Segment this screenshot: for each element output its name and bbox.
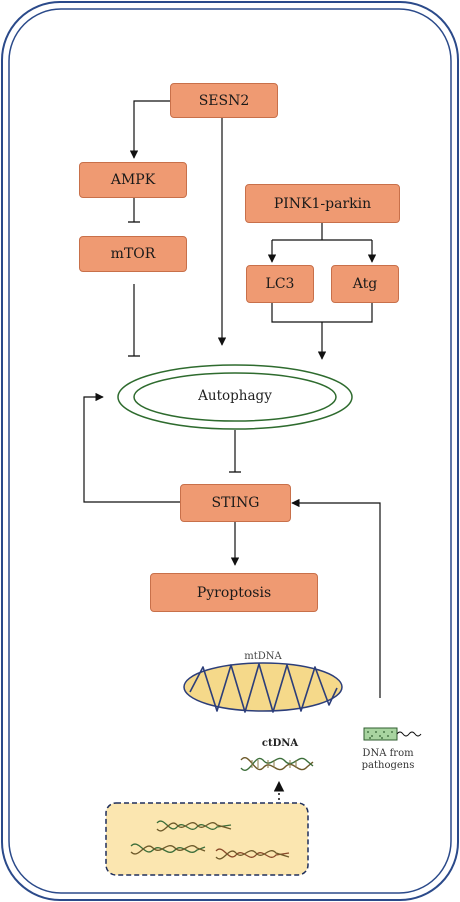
edge-sesn2-ampk (129, 100, 170, 159)
cell-inner-membrane (8, 8, 452, 894)
autophagy-ring-outer (117, 364, 353, 430)
nuclear-dna-helix-1 (156, 820, 232, 832)
nucleus-box (105, 802, 309, 876)
mitochondrion (183, 662, 343, 712)
lc3-node: LC3 (246, 265, 314, 303)
ctdna-helix-icon (240, 757, 314, 771)
pathogen-dna-icon (363, 727, 398, 741)
pyroptosis-node: Pyroptosis (150, 573, 318, 612)
pathogen-dna-icon-dots (367, 731, 393, 739)
mtor-node: mTOR (79, 236, 187, 272)
atg-node: Atg (331, 265, 399, 303)
sting-node: STING (180, 484, 291, 522)
autophagy-label: Autophagy (198, 388, 272, 404)
ctdna-label: ctDNA (261, 738, 299, 749)
sesn2-node: SESN2 (170, 83, 278, 118)
mtdna-label: mtDNA (244, 651, 282, 662)
pathogen-dna-tail (396, 731, 422, 737)
edge-pathogen-sting (291, 498, 381, 698)
autophagy-ring-inner (133, 372, 337, 422)
mitochondrion-cristae (189, 663, 338, 713)
edge-lc3-atg-merge (271, 303, 373, 323)
nuclear-dna-helix-3 (215, 848, 290, 860)
pink1-parkin-node: PINK1-parkin (245, 184, 400, 223)
nuclear-dna-helix-2 (130, 843, 206, 855)
edge-sting-autophagy-loop (83, 392, 180, 503)
dna-from-pathogens-label: DNA from pathogens (361, 748, 415, 771)
ampk-node: AMPK (79, 162, 187, 198)
